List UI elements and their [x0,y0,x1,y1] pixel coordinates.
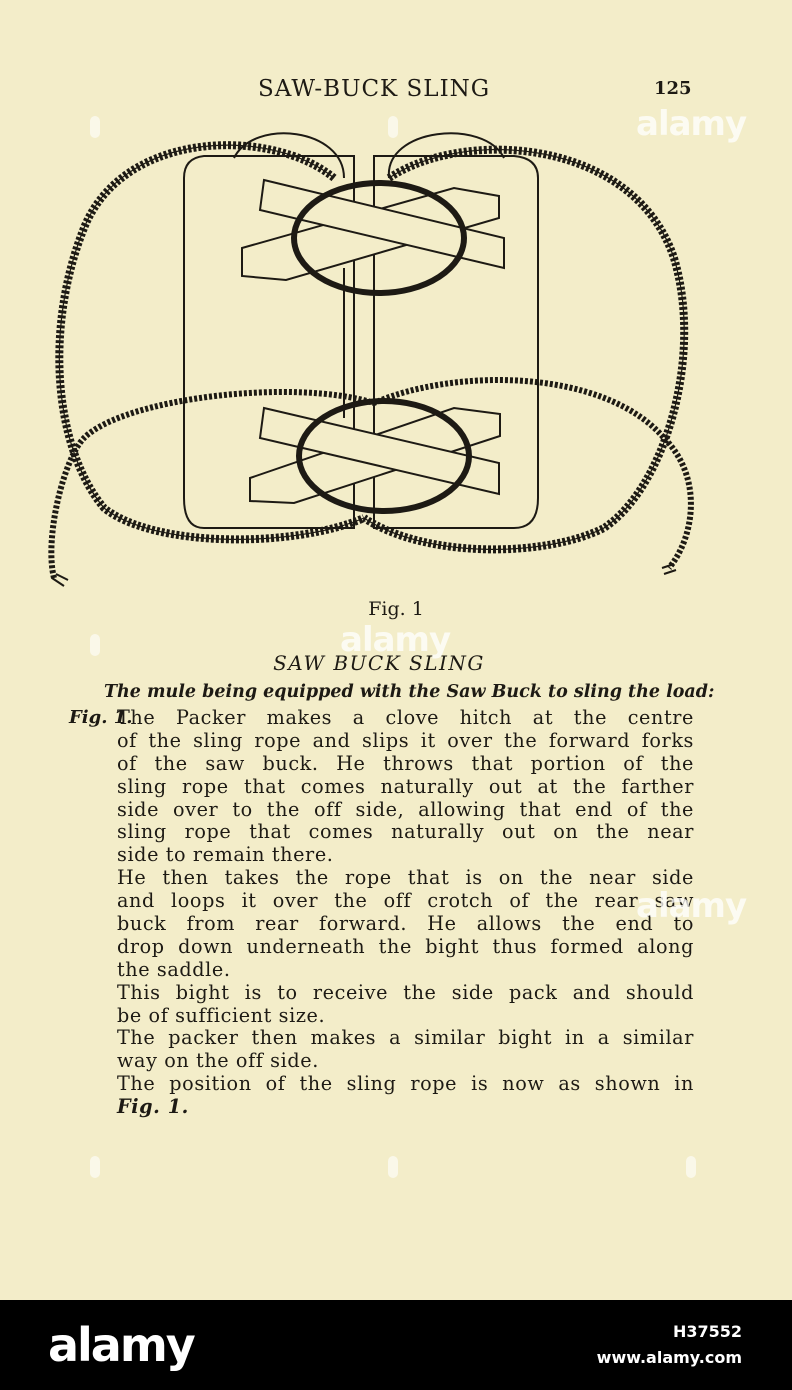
watermark-dot [686,1156,696,1178]
text-line: side to remain there. [117,843,334,867]
stock-footer: alamy H37552 www.alamy.com [0,1300,792,1390]
text-line: sling rope that comes naturally out on t… [117,820,694,844]
watermark-dot [388,116,398,138]
site-url: www.alamy.com [596,1348,742,1367]
watermark-logo: alamy [340,620,451,660]
text-line: buck from rear forward. He allows the en… [117,912,694,936]
text-line: The position of the sling rope is now as… [117,1072,694,1096]
text-line: The packer then makes a similar bight in… [117,1026,694,1050]
watermark-dot [90,116,100,138]
watermark-dot [90,1156,100,1178]
saw-buck-sling-illustration [44,118,704,598]
running-head: SAW-BUCK SLING 125 [0,76,792,106]
page-number: 125 [654,78,692,99]
text-line: of the sling rope and slips it over the … [117,728,694,752]
text-line: the saddle. [117,957,231,981]
text-line: sling rope that comes naturally out at t… [117,774,694,798]
watermark-dot [90,634,100,656]
upper-saw-buck [241,178,505,296]
lower-saw-buck [249,398,501,514]
rope-ends [51,563,677,587]
intro-line: The mule being equipped with the Saw Buc… [104,682,715,702]
alamy-logo: alamy [48,1318,196,1372]
text-line: of the saw buck. He throws that portion … [117,751,694,775]
running-title: SAW-BUCK SLING [258,76,491,102]
figure-caption: Fig. 1 [368,598,424,620]
figure-drawing [48,132,694,587]
watermark-logo: alamy [636,886,747,926]
section-title: SAW BUCK SLING [273,651,485,675]
text-line: and loops it over the off crotch of the … [117,889,694,913]
text-line: He then takes the rope that is on the ne… [117,866,694,890]
book-page: SAW-BUCK SLING 125 [0,76,792,1178]
body-text: The Packer makes a clove hitch at the ce… [117,706,694,1119]
figure-reference: Fig. 1. [69,707,133,728]
text-line: drop down underneath the bight thus form… [117,934,694,958]
text-line: This bight is to receive the side pack a… [117,980,694,1004]
text-line: be of sufficient size. [117,1003,326,1027]
text-line: Fig. 1. [117,1095,189,1119]
text-line: side over to the off side, allowing that… [117,797,694,821]
text-line: The Packer makes a clove hitch at the ce… [117,706,694,729]
watermark-logo: alamy [636,104,747,144]
watermark-dot [388,1156,398,1178]
text-line: way on the off side. [117,1049,319,1073]
image-id: H37552 [672,1322,742,1341]
